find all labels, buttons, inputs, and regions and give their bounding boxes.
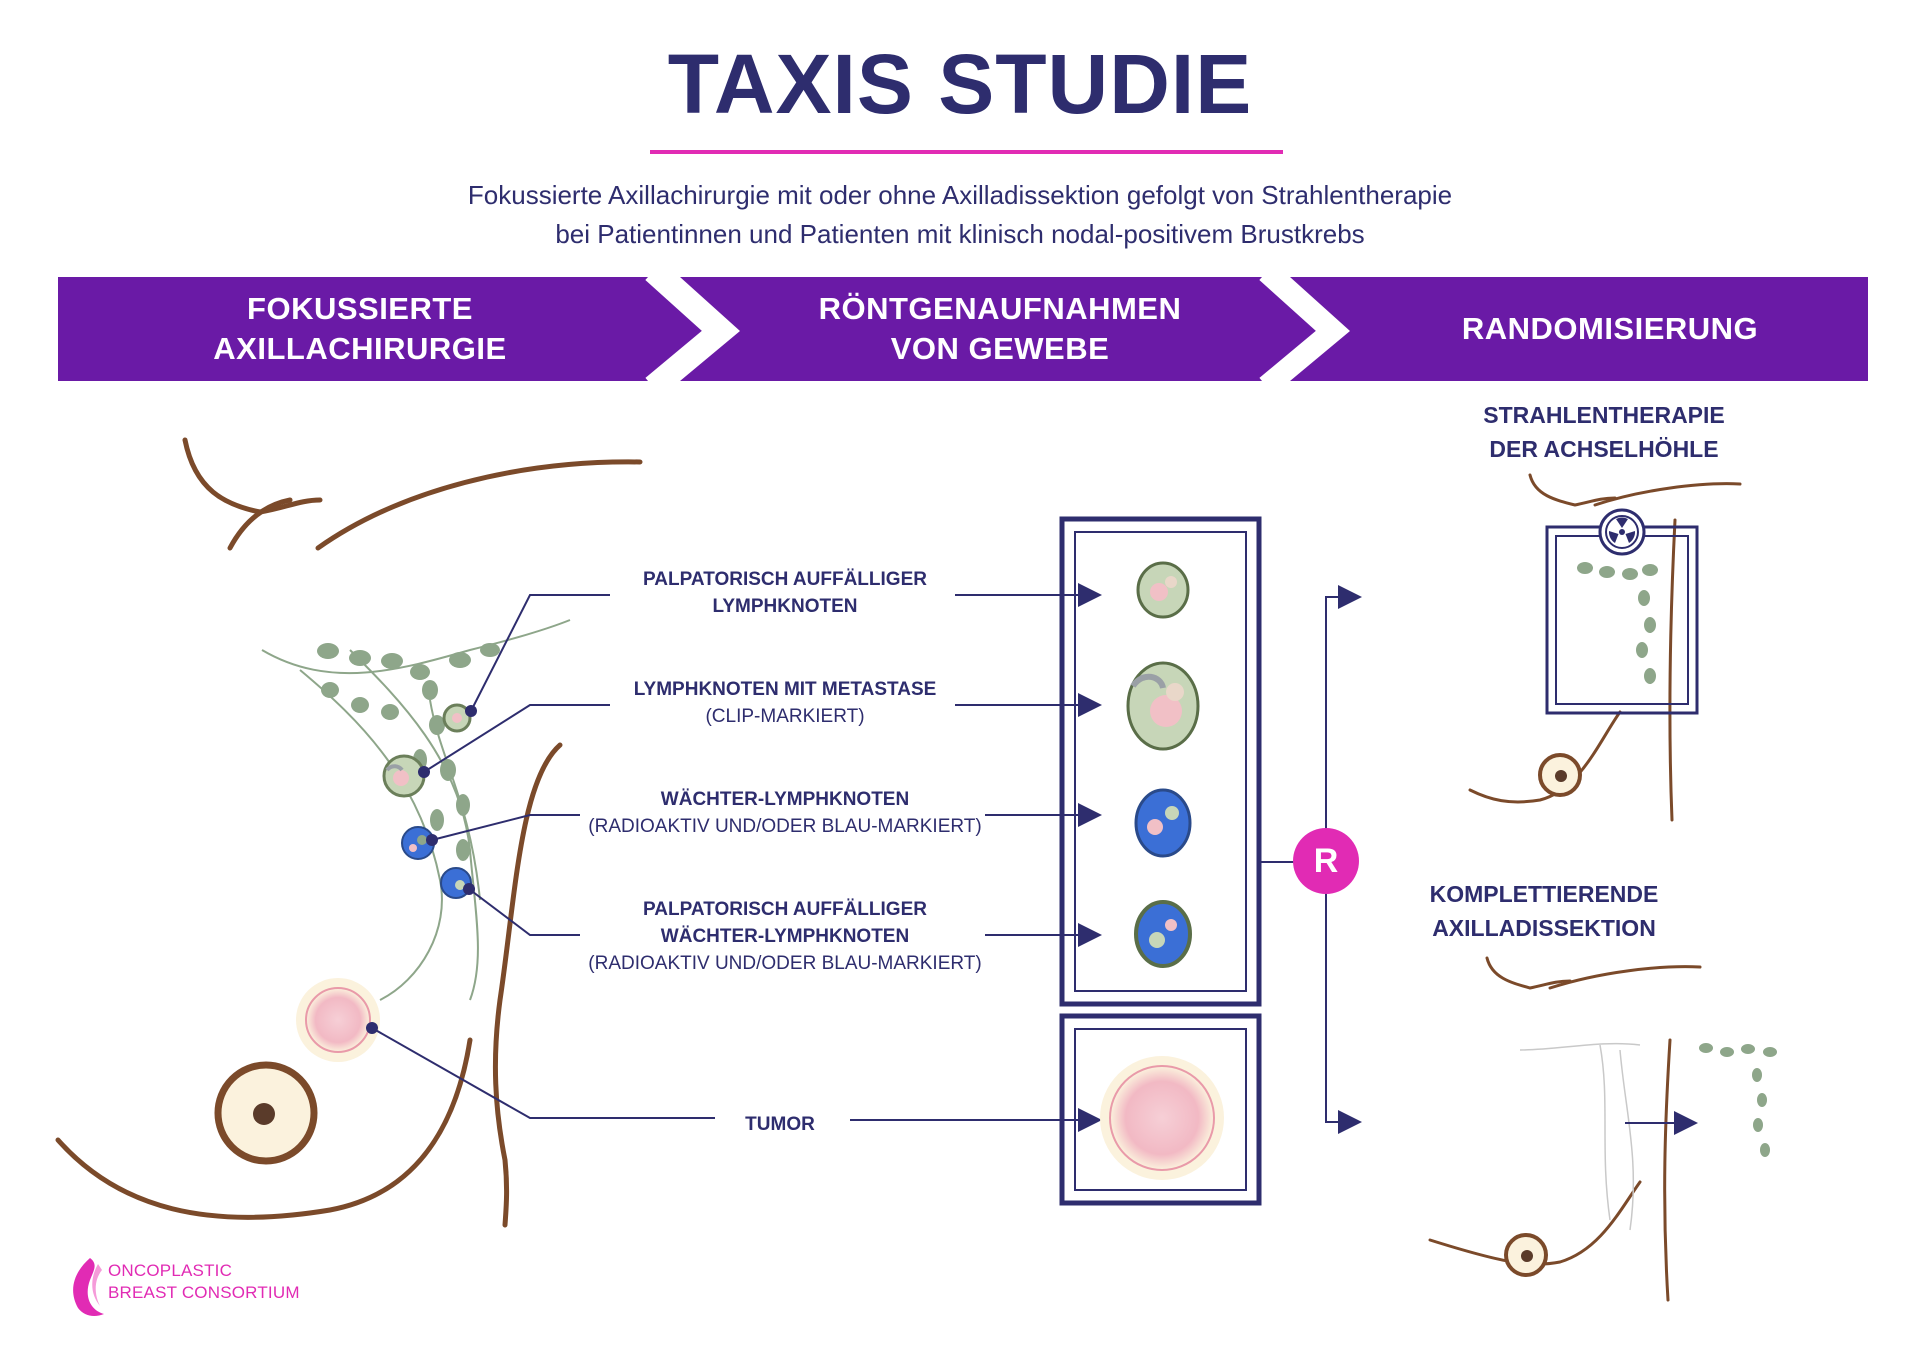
body-node-metastasis (382, 754, 426, 798)
stage-2-chevron (680, 277, 1322, 381)
node-4-title-line2: WÄCHTER-LYMPHKNOTEN (660, 926, 910, 947)
oncoplastic-logo-icon (73, 1258, 104, 1316)
subtitle-line-2: bei Patientinnen und Patienten mit klini… (555, 219, 1365, 249)
stage-3-line1: RANDOMISIERUNG (1461, 311, 1759, 346)
specimen-tumor (1100, 1056, 1224, 1180)
radiation-hazard-icon (1598, 508, 1646, 556)
body-to-label-connectors (371, 594, 715, 1119)
subtitle-line-1: Fokussierte Axillachirurgie mit oder ohn… (467, 180, 1453, 210)
outcome-1-line1: STRAHLENTHERAPIE (1483, 402, 1725, 428)
specimen-node-metastasis (1126, 661, 1200, 751)
stage-1-line1: FOKUSSIERTE (247, 291, 473, 326)
node-label-sentinel: WÄCHTER-LYMPHKNOTEN (RADIOAKTIV UND/ODER… (565, 786, 1005, 840)
connector-2 (423, 704, 610, 773)
node-1-title-line1: PALPATORISCH AUFFÄLLIGER (643, 569, 927, 590)
shoulder-outline (227, 497, 293, 551)
outcome-radiotherapy-title: STRAHLENTHERAPIE DER ACHSELHÖHLE (1424, 398, 1784, 466)
connector-4 (468, 888, 580, 936)
node-4-title-line1: PALPATORISCH AUFFÄLLIGER (643, 899, 927, 920)
body-node-sentinel (401, 826, 435, 860)
node-3-note: (RADIOAKTIV UND/ODER BLAU-MARKIERT) (588, 816, 982, 837)
node-label-metastasis: LYMPHKNOTEN MIT METASTASE (CLIP-MARKIERT… (565, 676, 1005, 730)
node-2-note: (CLIP-MARKIERT) (705, 706, 865, 727)
radiotherapy-lymph-nodes (1577, 562, 1658, 684)
node-1-title-line2: LYMPHKNOTEN (712, 596, 858, 617)
page-title: TAXIS STUDIE (667, 37, 1253, 131)
dissection-empty-chain (1519, 1042, 1641, 1231)
node-5-title-line1: TUMOR (745, 1114, 815, 1135)
breast-axilla-illustration (55, 437, 643, 1228)
body-node-palpable (442, 703, 472, 733)
randomization-badge: R (1293, 828, 1359, 894)
node-2-title-line1: LYMPHKNOTEN MIT METASTASE (633, 679, 937, 700)
connector-dots (366, 705, 477, 1034)
chest-outline (315, 459, 643, 551)
node-4-note: (RADIOAKTIV UND/ODER BLAU-MARKIERT) (588, 953, 982, 974)
outcome-dissection-title: KOMPLETTIERENDE AXILLADISSEKTION (1364, 877, 1724, 945)
nipple-dissection (1504, 1233, 1548, 1277)
title-underline (650, 150, 1283, 154)
node-3-title-line1: WÄCHTER-LYMPHKNOTEN (660, 789, 910, 810)
stage-2-line1: RÖNTGENAUFNAHMEN (818, 291, 1182, 326)
logo-line2: BREAST CONSORTIUM (108, 1283, 300, 1302)
outcome-2-line2: AXILLADISSEKTION (1432, 915, 1656, 941)
stage-2-line2: VON GEWEBE (890, 331, 1110, 366)
study-diagram (55, 437, 1777, 1302)
specimen-node-palpable (1136, 561, 1190, 619)
specimen-node-sentinel (1134, 788, 1192, 858)
outcome-2-line1: KOMPLETTIERENDE (1429, 881, 1659, 907)
stage-1-line2: AXILLACHIRURGIE (213, 331, 507, 366)
stage-1-arrow-outline (645, 274, 715, 385)
torso-side-line (492, 742, 563, 1228)
nipple-left (214, 1061, 318, 1165)
logo-line1: ONCOPLASTIC (108, 1261, 233, 1280)
node-label-palpable: PALPATORISCH AUFFÄLLIGER LYMPHKNOTEN (565, 566, 1005, 620)
stage-1-chevron (58, 277, 708, 381)
connector-1 (470, 594, 610, 712)
stage-roentgen: RÖNTGENAUFNAHMEN VON GEWEBE (720, 289, 1280, 369)
connector-3 (431, 814, 580, 841)
connector-5 (371, 1027, 715, 1119)
lymph-nodes (317, 643, 500, 861)
stage-banner (58, 274, 1868, 385)
outcome-1-line2: DER ACHSELHÖHLE (1489, 436, 1719, 462)
radiotherapy-illustration (1468, 473, 1742, 822)
logo-wordmark: ONCOPLASTIC BREAST CONSORTIUM (108, 1260, 300, 1304)
nipple-radiotherapy (1538, 753, 1582, 797)
specimen-node-palpable-sentinel (1134, 900, 1192, 968)
stage-2-arrow-outline (1259, 274, 1329, 385)
removed-lymph-nodes (1699, 1043, 1777, 1157)
stage-randomisierung: RANDOMISIERUNG (1330, 309, 1890, 349)
node-label-palpable-sentinel: PALPATORISCH AUFFÄLLIGER WÄCHTER-LYMPHKN… (565, 896, 1005, 977)
node-label-tumor: TUMOR (680, 1111, 880, 1138)
stage-3-chevron (1290, 277, 1868, 381)
stage-axillachirurgie: FOKUSSIERTE AXILLACHIRURGIE (80, 289, 640, 369)
body-tumor (296, 978, 380, 1062)
specimen-xray-panel (1059, 516, 1262, 1206)
arm-outline (182, 437, 323, 515)
dissection-illustration (1428, 956, 1702, 1302)
breast-contour (55, 1037, 473, 1220)
